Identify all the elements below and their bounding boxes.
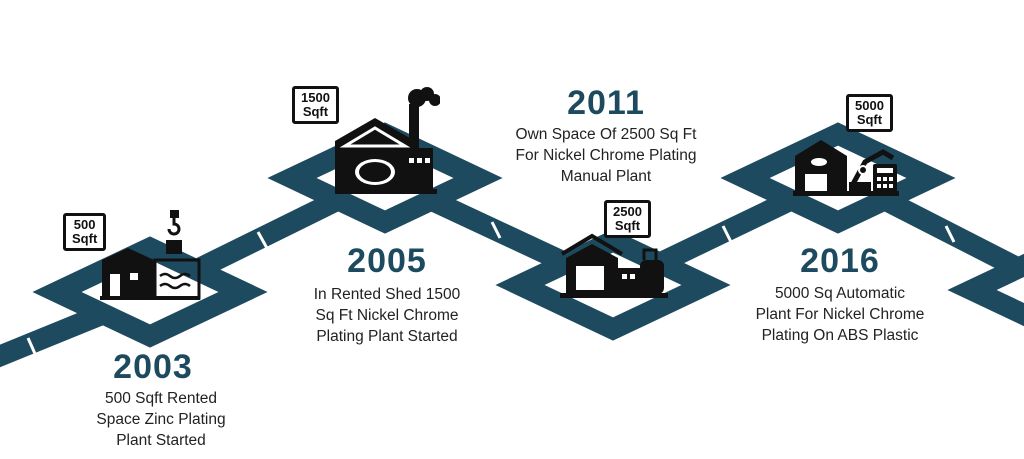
- connector: [191, 190, 343, 280]
- year-2011: 2011: [567, 84, 645, 122]
- year-2005: 2005: [347, 242, 427, 280]
- house-plating-tank-icon: [100, 210, 201, 300]
- factory-tank-icon: [335, 87, 440, 194]
- connector: [426, 190, 571, 273]
- connector: [0, 304, 107, 368]
- year-2003: 2003: [113, 348, 193, 386]
- warehouse-icon: [560, 233, 668, 298]
- automated-factory-robot-icon: [793, 140, 899, 196]
- year-2016: 2016: [800, 242, 880, 280]
